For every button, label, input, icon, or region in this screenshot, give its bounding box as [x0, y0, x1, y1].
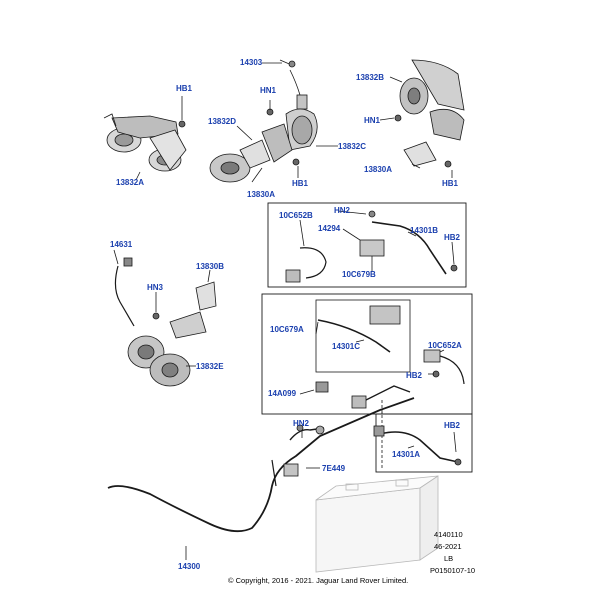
leader-14301c — [355, 339, 365, 343]
callout-13830a-mid: 13830A — [247, 190, 276, 199]
callout-hn1-right: HN1 — [364, 116, 381, 125]
group-box-14301a — [375, 413, 473, 473]
leader-13832a — [135, 171, 141, 181]
reference-code: LB — [444, 554, 454, 563]
horn-assembly-right — [394, 59, 465, 168]
group-box-14301c — [261, 293, 473, 415]
reference-date: 46-2021 — [434, 542, 462, 551]
battery-outline — [315, 475, 439, 573]
callout-hn2-top: HN2 — [334, 206, 351, 215]
callout-hn1-top: HN1 — [260, 86, 277, 95]
callout-14301c: 14301C — [332, 342, 361, 351]
callout-14303: 14303 — [240, 58, 263, 67]
callout-hb1-mid: HB1 — [292, 179, 309, 188]
leader-13830a-right — [411, 163, 421, 169]
leader-10c652a — [439, 349, 445, 353]
leader-hn2-top — [337, 210, 367, 215]
group-box-14301c-inner — [315, 299, 411, 373]
leader-14631 — [113, 249, 119, 265]
callout-14a099: 14A099 — [268, 389, 297, 398]
callout-13832b: 13832B — [356, 73, 385, 82]
callout-hb2-mid: HB2 — [406, 371, 423, 380]
callout-hb1-left: HB1 — [176, 84, 193, 93]
callout-13832d: 13832D — [208, 117, 237, 126]
leader-hb2-low — [453, 431, 457, 453]
leader-14294 — [342, 228, 361, 241]
callout-7e449: 7E449 — [322, 464, 346, 473]
callout-hn3: HN3 — [147, 283, 164, 292]
callout-13830b: 13830B — [196, 262, 225, 271]
callout-10c679a: 10C679A — [270, 325, 304, 334]
leader-14301b — [407, 231, 417, 237]
callout-10c652b: 10C652B — [279, 211, 313, 220]
copyright-notice: © Copyright, 2016 - 2021. Jaguar Land Ro… — [228, 576, 409, 585]
callout-hb2-low: HB2 — [444, 421, 461, 430]
leader-13830b — [207, 269, 211, 283]
callout-hn2-low: HN2 — [293, 419, 310, 428]
leader-14301a — [407, 445, 415, 449]
callout-14631: 14631 — [110, 240, 133, 249]
horn-assembly-middle — [209, 59, 318, 183]
callout-hb2-top: HB2 — [444, 233, 461, 242]
leader-10c679a — [315, 321, 319, 335]
cable-14301b — [285, 210, 458, 283]
leader-13830a-mid — [251, 167, 263, 183]
callout-10c679b: 10C679B — [342, 270, 376, 279]
cable-14301c — [315, 305, 465, 409]
leader-14a099 — [299, 389, 315, 395]
leader-hn1-right — [379, 117, 395, 121]
callout-14294: 14294 — [318, 224, 341, 233]
reference-number: 4140110 — [434, 530, 463, 539]
callout-13832c: 13832C — [338, 142, 367, 151]
leader-hb2-top — [451, 241, 455, 265]
main-harness-14300 — [107, 397, 415, 533]
callout-13832e: 13832E — [196, 362, 224, 371]
group-box-14301b — [267, 202, 467, 288]
cable-14301a — [373, 425, 462, 466]
horn-assembly-left — [103, 113, 187, 172]
callout-13830a-right: 13830A — [364, 165, 393, 174]
callout-10c652a: 10C652A — [428, 341, 462, 350]
callout-13832a: 13832A — [116, 178, 145, 187]
callout-14301a: 14301A — [392, 450, 421, 459]
callout-14300: 14300 — [178, 562, 201, 571]
leader-13832d — [236, 125, 253, 141]
callout-hb1-right: HB1 — [442, 179, 459, 188]
callout-14301b: 14301B — [410, 226, 439, 235]
leader-10c652b — [299, 219, 305, 247]
leader-13832b — [389, 76, 403, 83]
horn-assembly-lower — [114, 257, 217, 387]
illustration-id: P0150107-10 — [430, 566, 476, 575]
